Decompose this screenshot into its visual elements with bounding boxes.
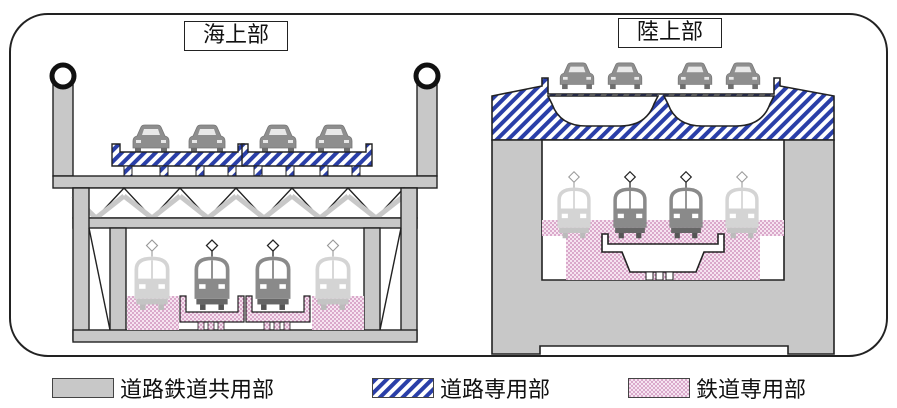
legend-item-road: 道路専用部 [372, 374, 551, 403]
outer-column-right [400, 187, 418, 341]
inner-column-right [363, 227, 381, 341]
land-section-label: 陸上部 [618, 18, 722, 48]
road-swatch [372, 378, 434, 398]
legend-label-rail: 鉄道専用部 [696, 378, 807, 403]
land-section [491, 62, 835, 355]
sea-section-label: 海上部 [184, 21, 288, 51]
legend-item-rail: 鉄道専用部 [628, 374, 807, 403]
sea-section [49, 62, 441, 343]
rail-swatch [628, 378, 690, 398]
top-chord [52, 175, 438, 189]
right-post [416, 77, 438, 177]
legend-item-shared: 道路鉄道共用部 [52, 374, 275, 403]
left-lamp-icon [49, 62, 77, 90]
legend: 道路鉄道共用部 道路専用部 鉄道専用部 [0, 368, 897, 408]
road-deck-right [241, 143, 373, 167]
outer-column-left [72, 187, 90, 341]
road-deck-left [111, 143, 245, 167]
inner-column-left [109, 227, 127, 341]
legend-label-shared: 道路鉄道共用部 [120, 378, 275, 403]
shared-swatch [52, 378, 114, 398]
bottom-chord [72, 329, 418, 343]
mid-chord [72, 217, 418, 229]
rail-deck-land [601, 233, 725, 273]
bridge-cross-section-diagram [9, 13, 888, 357]
right-lamp-icon [413, 62, 441, 90]
legend-label-road: 道路専用部 [440, 378, 551, 403]
left-post [52, 77, 74, 177]
